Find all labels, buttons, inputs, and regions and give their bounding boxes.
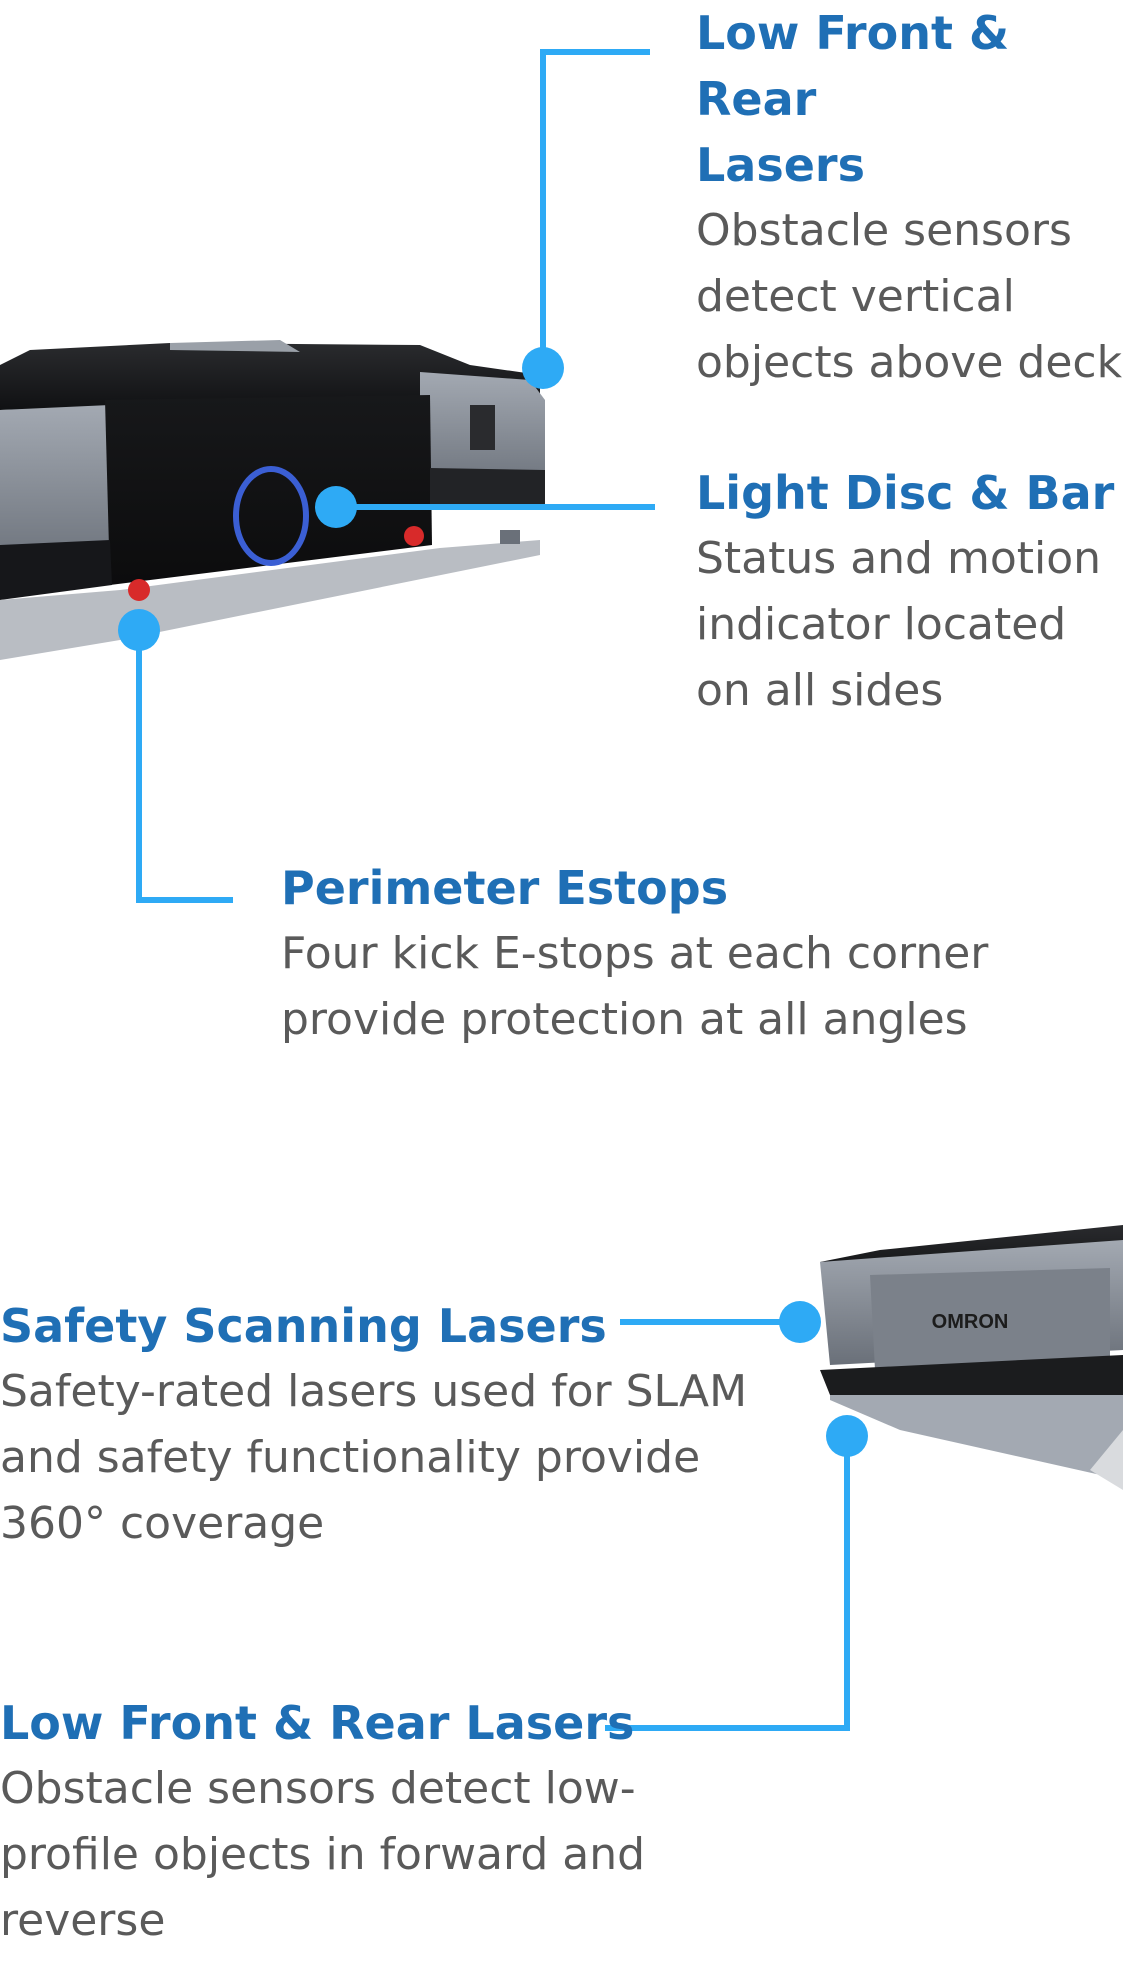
callout-safety-lasers: Safety Scanning Lasers Safety-rated lase… [0,1293,790,1557]
callout-title: Light Disc & Bar [696,466,1115,520]
connector-line-5 [605,1436,850,1731]
callout-title: Low Front & Rear Lasers [696,6,1010,192]
connector-line-3 [136,630,233,903]
connector-line-1 [540,49,650,368]
callout-perimeter-estops: Perimeter Estops Four kick E-stops at ea… [281,855,1081,1053]
connector-dot-3 [118,609,160,651]
connector-dot-5 [826,1415,868,1457]
callout-title: Low Front & Rear Lasers [0,1696,635,1750]
callout-description: Safety-rated lasers used for SLAM and sa… [0,1366,748,1549]
callout-description: Obstacle sensors detect low- profile obj… [0,1763,646,1946]
callout-description: Four kick E-stops at each corner provide… [281,928,989,1045]
robot-image-bottom: OMRON [820,1225,1123,1490]
callout-title: Perimeter Estops [281,861,729,915]
connector-dot-4 [779,1301,821,1343]
callout-description: Obstacle sensors detect vertical objects… [696,205,1123,388]
omron-logo: OMRON [932,1311,1009,1333]
callout-low-lasers-bottom: Low Front & Rear Lasers Obstacle sensors… [0,1690,700,1954]
callout-lines [118,49,868,1731]
callout-light-disc: Light Disc & Bar Status and motion indic… [696,460,1116,724]
callout-low-lasers-top: Low Front & Rear Lasers Obstacle sensors… [696,0,1123,396]
connector-dot-1 [522,347,564,389]
callout-description: Status and motion indicator located on a… [696,533,1102,716]
connector-dot-2 [315,486,357,528]
callout-title: Safety Scanning Lasers [0,1299,607,1353]
robot-image-top [0,340,545,660]
